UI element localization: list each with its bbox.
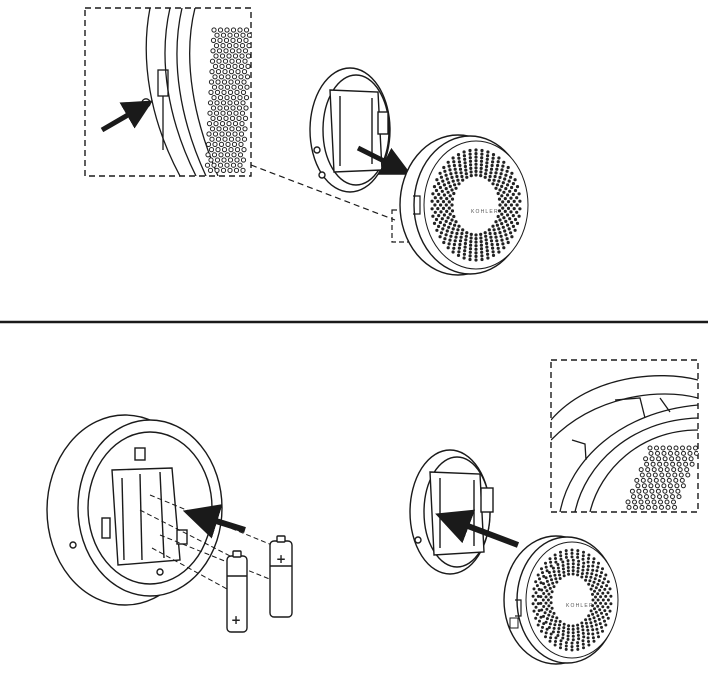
mounting-plate bbox=[309, 67, 391, 193]
detail-callout-top bbox=[84, 7, 252, 177]
arrow-icon bbox=[435, 509, 520, 548]
speaker-unit-top: KOHLER bbox=[399, 134, 529, 276]
brand-label: KOHLER bbox=[566, 603, 594, 609]
mounting-plate bbox=[409, 449, 494, 575]
arrow-icon bbox=[356, 145, 412, 175]
speaker-grill-inset bbox=[625, 445, 698, 510]
dashed-callout-frame bbox=[550, 359, 699, 513]
speaker-unit-bottom: KOHLER bbox=[503, 535, 619, 665]
detail-marker-box bbox=[391, 209, 423, 243]
speaker-housing-back bbox=[46, 414, 223, 606]
arrow-icon bbox=[182, 504, 246, 539]
battery-icon: + bbox=[226, 550, 248, 633]
detail-callout-bottom bbox=[550, 359, 699, 513]
speaker-grill-inset bbox=[204, 27, 251, 173]
callout-leader-line bbox=[250, 164, 396, 221]
step-reattach-cover: KOHLER bbox=[409, 359, 699, 665]
step-insert-batteries: + + bbox=[46, 414, 293, 633]
speaker-grill bbox=[430, 148, 522, 262]
svg-text:+: + bbox=[231, 613, 241, 627]
step-remove-cover: KOHLER bbox=[84, 7, 529, 276]
speaker-grill bbox=[531, 548, 613, 652]
battery-icon: + bbox=[269, 535, 293, 618]
svg-text:+: + bbox=[276, 552, 286, 566]
arrow-icon bbox=[100, 100, 153, 133]
brand-label: KOHLER bbox=[471, 209, 499, 215]
